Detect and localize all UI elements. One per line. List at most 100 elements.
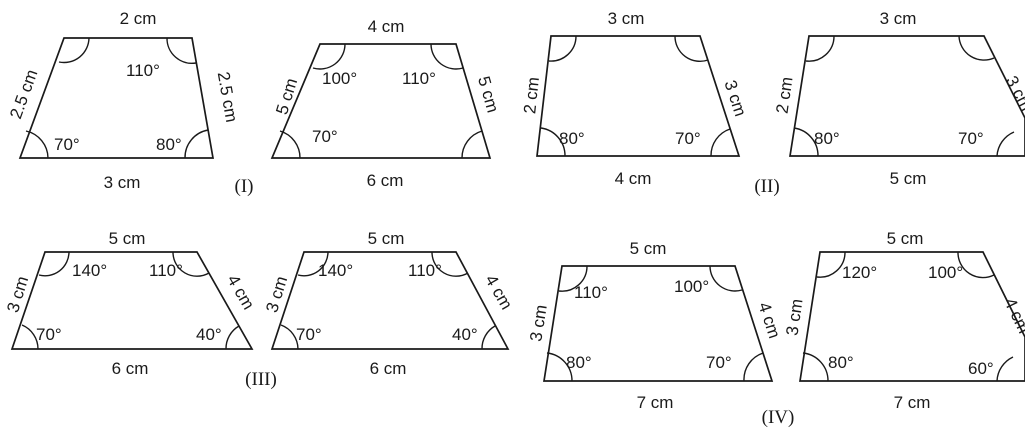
quad-1-side-bottom: 3 cm xyxy=(104,173,141,192)
quad-1-arc-b xyxy=(184,129,209,159)
quad-4-outline xyxy=(789,35,1025,157)
quad-7-arc-d xyxy=(558,265,588,292)
quad-4-side-bottom: 5 cm xyxy=(890,169,927,188)
quad-1-arc-d xyxy=(58,37,90,64)
quad-8-angle-d: 120° xyxy=(842,263,877,282)
quad-6-angle-d: 140° xyxy=(318,261,353,280)
quad-3-arc-b xyxy=(710,128,731,157)
quad-6-side-top: 5 cm xyxy=(368,229,405,248)
quad-6-arc-a xyxy=(280,324,299,350)
quad-4-arc-a xyxy=(793,127,819,157)
quad-3-side-top: 3 cm xyxy=(608,9,645,28)
quad-2-arc-d xyxy=(312,43,346,70)
quad-2-side-left: 5 cm xyxy=(272,76,301,117)
quad-1-side-right: 2.5 cm xyxy=(214,70,242,124)
quad-4-arc-b xyxy=(996,131,1015,157)
quad-5-angle-a: 70° xyxy=(36,325,62,344)
quad-7-side-top: 5 cm xyxy=(630,239,667,258)
quadrilateral-3: 3 cm 3 cm 4 cm 2 cm 80° 70° xyxy=(520,9,750,188)
group-label-2: (II) xyxy=(754,176,779,197)
quad-1-angle-b: 80° xyxy=(156,135,182,154)
quad-2-angle-c: 110° xyxy=(402,69,436,88)
quad-5-angle-d: 140° xyxy=(72,261,107,280)
quad-4-angle-a: 80° xyxy=(814,129,840,148)
quad-7-angle-b: 70° xyxy=(706,353,732,372)
quad-6-side-bottom: 6 cm xyxy=(370,359,407,378)
quad-7-arc-b xyxy=(743,352,764,382)
quad-4-angle-b: 70° xyxy=(958,129,984,148)
quad-2-angle-a: 70° xyxy=(312,127,338,146)
quad-4-side-right: 3 cm xyxy=(1002,73,1025,114)
quadrilateral-6: 5 cm 4 cm 6 cm 3 cm 70° 40° 110° 140° xyxy=(262,229,516,378)
quad-2-side-top: 4 cm xyxy=(368,17,405,36)
quad-2-angle-d: 100° xyxy=(322,69,357,88)
quad-3-angle-a: 80° xyxy=(559,129,585,148)
quad-3-arc-c xyxy=(674,35,709,63)
quad-8-side-left: 3 cm xyxy=(783,298,807,337)
group-label-3: (III) xyxy=(245,369,277,390)
quad-1-side-top: 2 cm xyxy=(120,9,157,28)
quad-5-angle-c: 110° xyxy=(149,261,183,280)
quad-8-arc-d xyxy=(816,251,846,278)
quad-5-arc-c xyxy=(172,251,210,277)
quad-5-arc-d xyxy=(38,251,70,277)
quad-6-outline xyxy=(270,251,510,350)
quad-1-outline xyxy=(18,37,215,159)
quad-6-angle-c: 110° xyxy=(408,261,442,280)
quad-6-angle-a: 70° xyxy=(296,325,322,344)
quad-3-arc-d xyxy=(548,35,577,62)
quad-3-angle-b: 70° xyxy=(675,129,701,148)
quad-3-side-bottom: 4 cm xyxy=(615,169,652,188)
quad-3-arc-a xyxy=(540,127,566,157)
quad-4-side-top: 3 cm xyxy=(880,9,917,28)
quad-8-outline xyxy=(799,251,1025,382)
quad-6-arc-b xyxy=(481,325,496,350)
quad-1-arc-a xyxy=(25,130,49,159)
quadrilateral-5: 5 cm 4 cm 6 cm 3 cm 70° 40° 110° 140° xyxy=(3,229,258,378)
quad-6-arc-c xyxy=(431,251,469,277)
quadrilateral-1: 2 cm 2.5 cm 3 cm 2.5 cm 70° 80° 110° xyxy=(6,9,241,192)
quad-6-side-left: 3 cm xyxy=(262,274,291,315)
quad-7-angle-a: 80° xyxy=(566,353,592,372)
quad-8-arc-c xyxy=(957,251,995,279)
quad-6-angle-b: 40° xyxy=(452,325,478,344)
quad-1-angle-a: 70° xyxy=(54,135,80,154)
quad-2-arc-a xyxy=(279,130,301,159)
quad-5-outline xyxy=(10,251,254,350)
quad-8-angle-b: 60° xyxy=(968,359,994,378)
quad-5-angle-b: 40° xyxy=(196,325,222,344)
quadrilateral-7: 5 cm 4 cm 7 cm 3 cm 80° 70° 100° 110° xyxy=(526,239,784,412)
quadrilateral-2: 4 cm 5 cm 6 cm 5 cm 70° 110° 100° xyxy=(270,17,502,190)
quad-3-side-left: 2 cm xyxy=(520,76,543,115)
quad-2-arc-b xyxy=(461,130,483,159)
quad-7-outline xyxy=(543,265,774,382)
quad-8-side-bottom: 7 cm xyxy=(894,393,931,412)
quad-7-arc-a xyxy=(546,352,573,382)
quad-2-side-bottom: 6 cm xyxy=(367,171,404,190)
quad-5-arc-a xyxy=(21,324,39,350)
quad-7-angle-d: 110° xyxy=(574,283,608,302)
quad-8-angle-c: 100° xyxy=(928,263,963,282)
quadrilateral-4: 3 cm 3 cm 5 cm 2 cm 80° 70° xyxy=(773,9,1025,188)
quad-1-angle-c: 110° xyxy=(126,61,160,80)
quad-5-side-top: 5 cm xyxy=(109,229,146,248)
group-label-1: (I) xyxy=(235,176,254,197)
quad-2-outline xyxy=(270,43,492,159)
quad-2-side-right: 5 cm xyxy=(474,74,502,115)
quadrilateral-8: 5 cm 4 cm 7 cm 3 cm 80° 60° 100° 120° xyxy=(783,229,1025,412)
quad-7-side-bottom: 7 cm xyxy=(637,393,674,412)
quad-6-side-right: 4 cm xyxy=(481,272,516,313)
quad-1-arc-c xyxy=(166,37,197,65)
quad-8-side-top: 5 cm xyxy=(887,229,924,248)
quad-5-arc-b xyxy=(225,325,240,350)
quad-8-angle-a: 80° xyxy=(828,353,854,372)
quad-5-side-left: 3 cm xyxy=(3,274,32,315)
quad-2-arc-c xyxy=(430,43,464,70)
quad-4-arc-d xyxy=(805,35,835,62)
quad-7-side-right: 4 cm xyxy=(755,300,784,341)
quad-6-arc-d xyxy=(297,251,329,277)
quad-4-arc-c xyxy=(958,35,995,61)
quad-8-side-right: 4 cm xyxy=(1000,295,1025,336)
quad-7-side-left: 3 cm xyxy=(526,303,551,342)
